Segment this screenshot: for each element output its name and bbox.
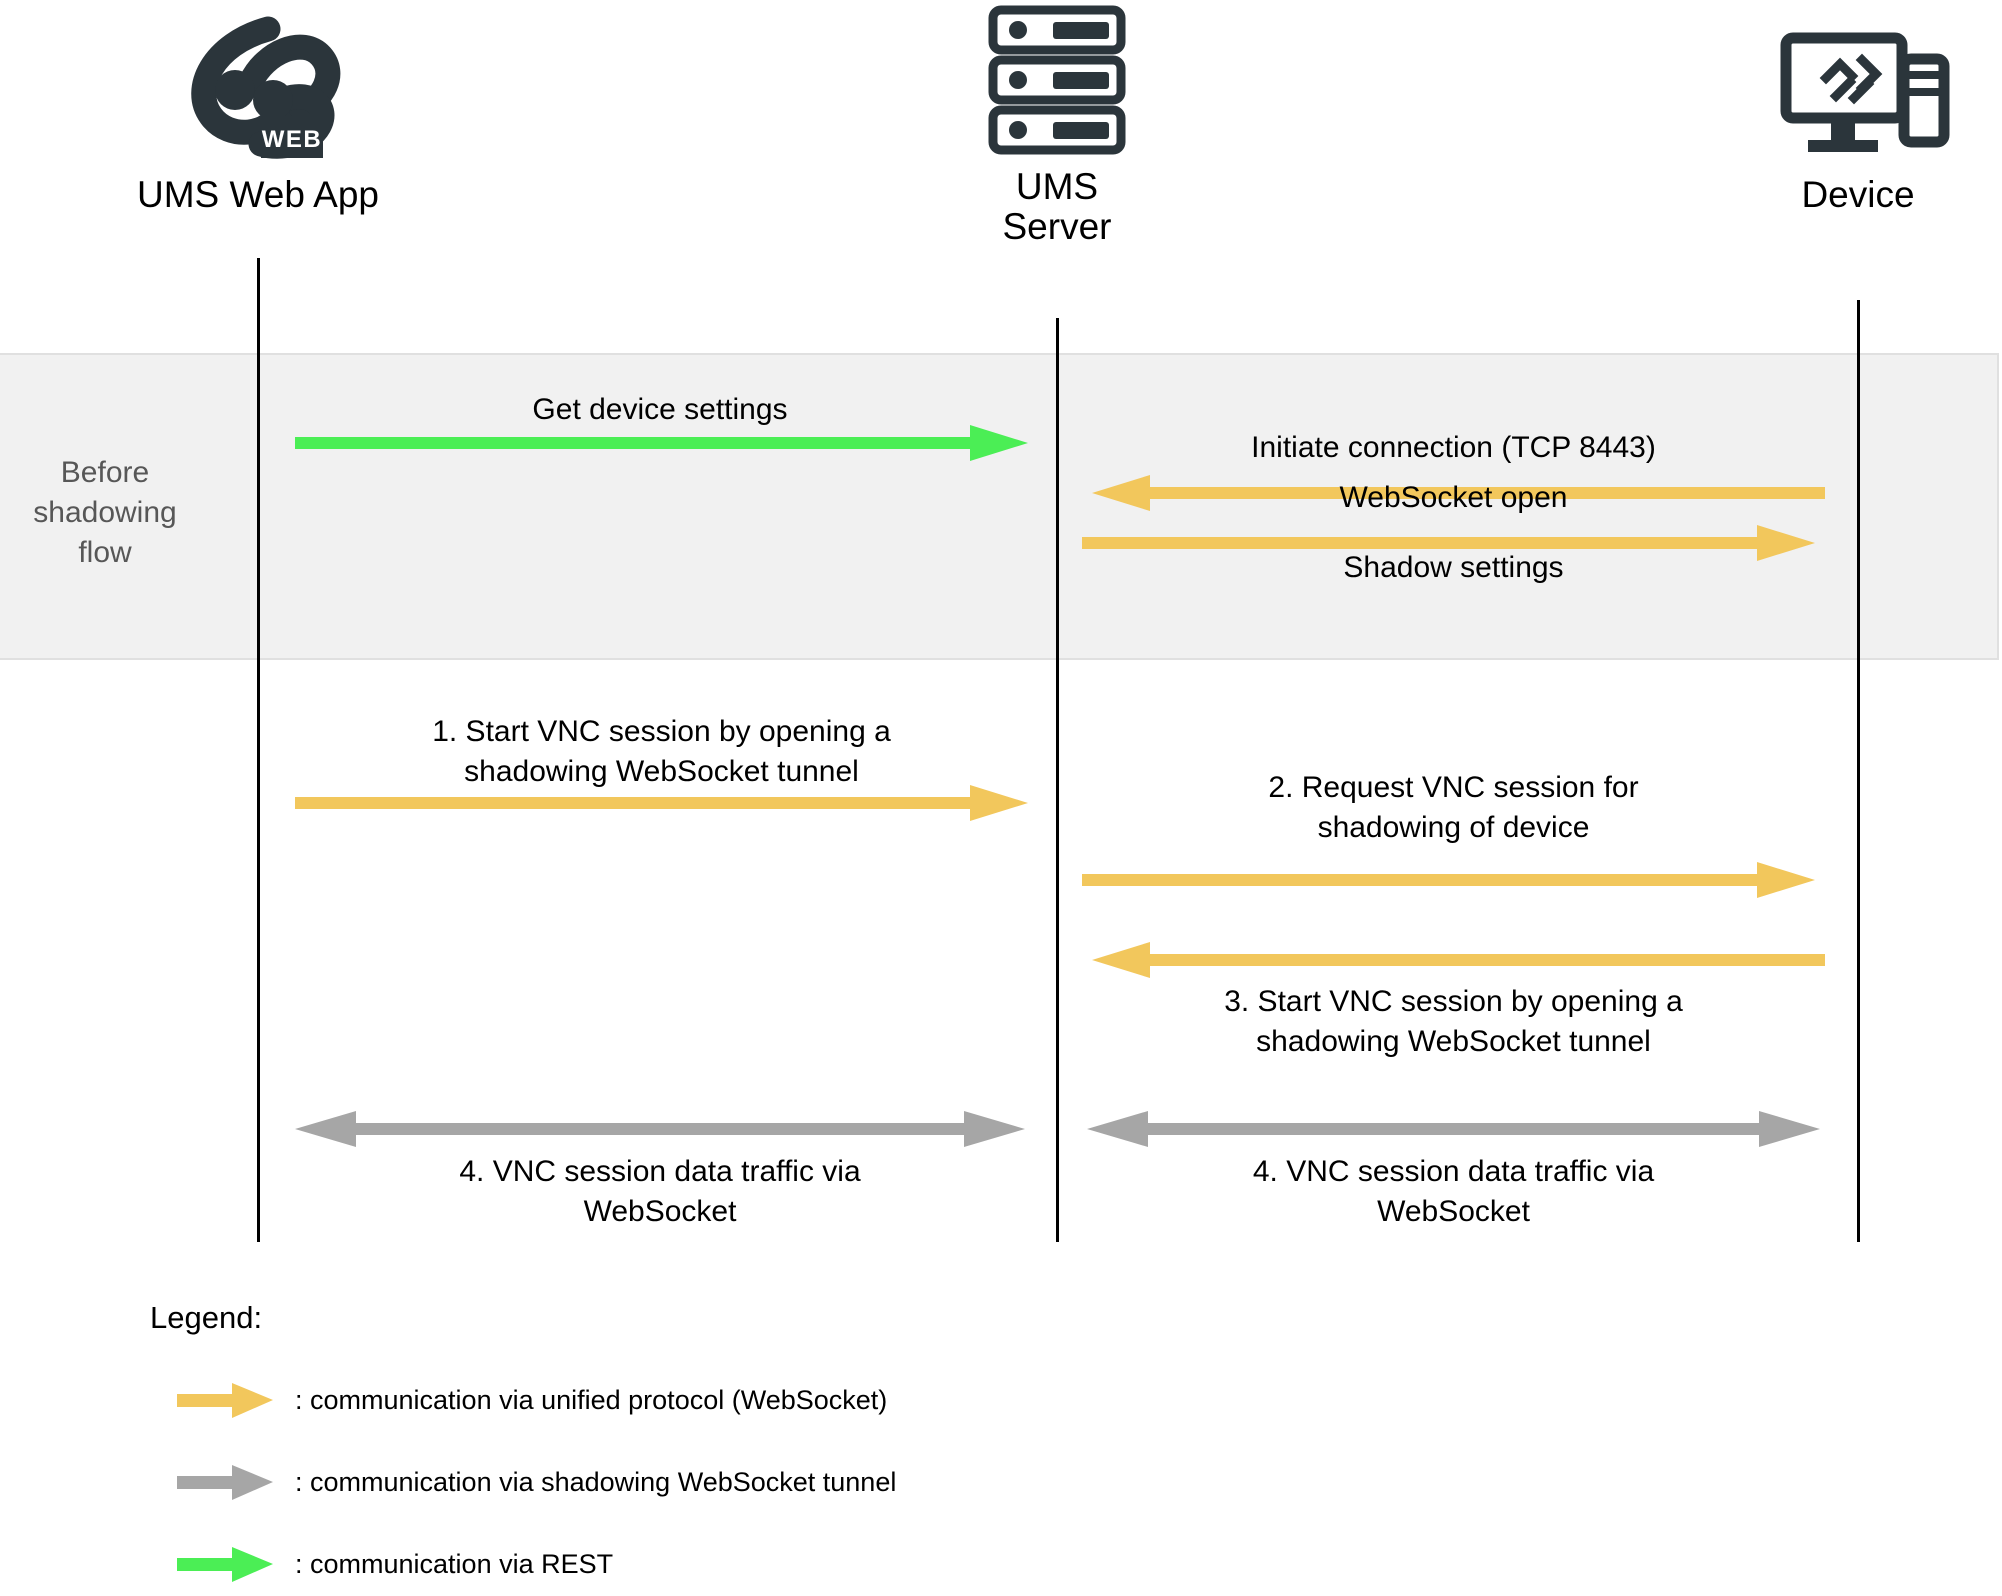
message-arrow-websocket-open [1082,525,1825,561]
message-label-get-device-settings: Get device settings [532,393,788,426]
participant-ums-web-app: WEB UMS Web App [58,4,458,215]
desktop-device-icon [1658,14,2002,169]
before-shadowing-flow-band [0,353,1999,660]
message-label-initiate-connection: Initiate connection (TCP 8443) [1251,431,1656,464]
message-arrow-initiate-connection [1082,475,1825,511]
lifeline-ums-server [1056,318,1059,1242]
message-arrow-step-4-vnc-traffic-right [1082,1110,1825,1148]
svg-text:WEB: WEB [262,126,323,153]
participant-label-device: Device [1801,174,1915,215]
message-label-step-4-vnc-traffic-left: 4. VNC session data traffic via WebSocke… [459,1155,861,1228]
message-arrow-step-3-start-vnc [1082,942,1825,978]
legend-title: Legend: [150,1300,263,1335]
ums-web-logo-icon: WEB [58,4,458,169]
message-label-step-3-start-vnc: 3. Start VNC session by opening a shadow… [1224,985,1683,1058]
message-label-step-2-request-vnc: 2. Request VNC session for shadowing of … [1268,771,1639,844]
legend-arrow-shadow-tunnel-icon [177,1462,273,1502]
participant-ums-server: UMS Server [857,4,1257,247]
lifeline-ums-web-app [257,258,260,1242]
legend-text-shadow-tunnel: : communication via shadowing WebSocket … [295,1466,897,1497]
legend-text-unified-protocol: : communication via unified protocol (We… [295,1384,888,1415]
message-arrow-step-2-request-vnc [1082,862,1825,898]
participant-label-ums-web-app: UMS Web App [137,174,379,215]
legend-row-shadow-tunnel: : communication via shadowing WebSocket … [177,1462,896,1502]
legend-arrow-rest-icon [177,1544,273,1584]
message-label-websocket-open: WebSocket open [1339,481,1568,514]
message-arrow-step-1-start-vnc [295,785,1028,821]
phase-band-label: Before shadowing flow [33,456,177,569]
legend-arrow-unified-protocol-icon [177,1380,273,1420]
message-label-shadow-settings: Shadow settings [1343,551,1564,584]
message-arrow-step-4-vnc-traffic-left [290,1110,1030,1148]
server-rack-icon [857,4,1257,161]
lifeline-device [1857,300,1860,1242]
message-label-step-1-start-vnc: 1. Start VNC session by opening a shadow… [432,715,891,788]
participant-label-ums-server: UMS Server [1002,166,1112,247]
legend-row-unified-protocol: : communication via unified protocol (We… [177,1380,887,1420]
legend-text-rest: : communication via REST [295,1548,614,1579]
participant-device: Device [1658,14,2002,215]
message-label-step-4-vnc-traffic-right: 4. VNC session data traffic via WebSocke… [1252,1155,1655,1228]
message-arrow-get-device-settings [295,425,1028,461]
legend-row-rest: : communication via REST [177,1544,613,1584]
